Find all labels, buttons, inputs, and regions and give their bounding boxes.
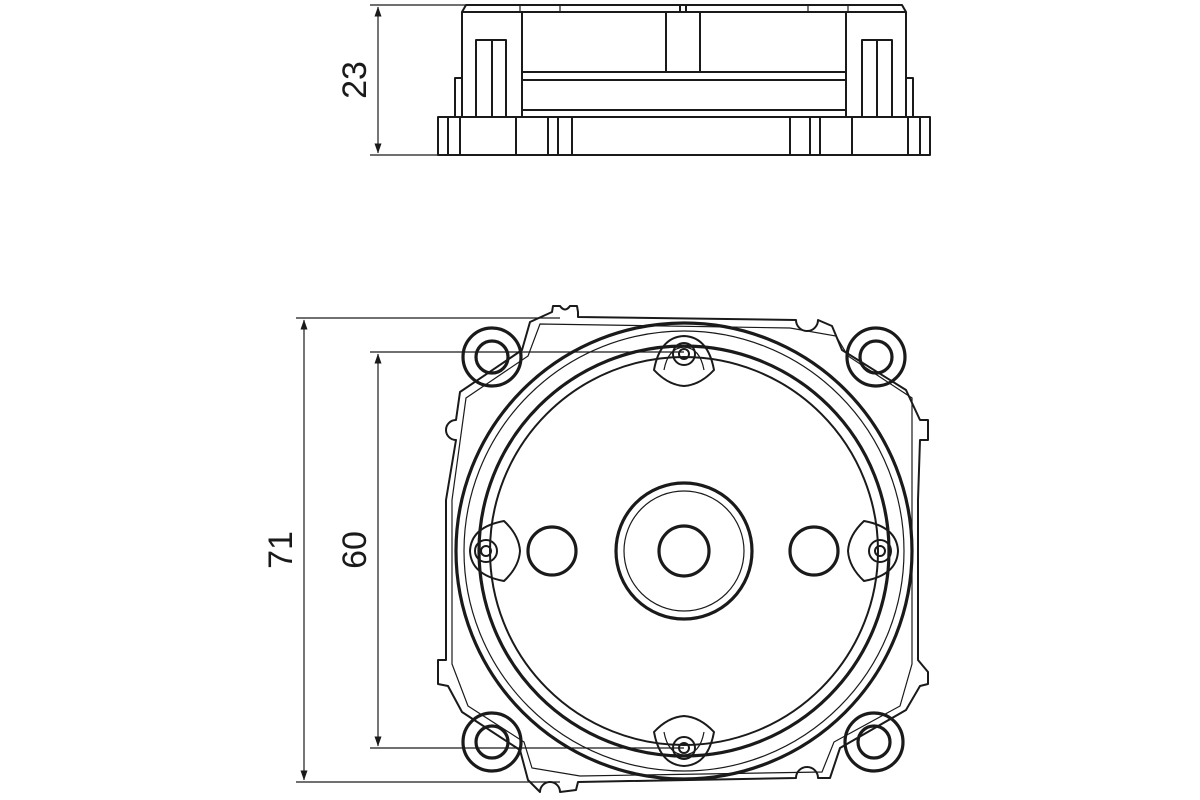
- corner-boss-bottom-left: [461, 711, 523, 773]
- dimension-label-inner-width: 60: [336, 531, 374, 569]
- hole-left: [526, 525, 578, 577]
- top-view: [437, 305, 929, 793]
- dimension-label-outer-width: 71: [262, 531, 300, 569]
- outer-frame: [437, 305, 929, 793]
- side-view: [437, 4, 931, 156]
- screw-lug-left: [469, 520, 521, 582]
- corner-boss-top-left: [461, 326, 523, 388]
- screw-lug-bottom: [653, 715, 715, 767]
- central-hub: [614, 481, 754, 621]
- dimension-label-height: 23: [336, 61, 374, 99]
- central-hole: [657, 524, 711, 578]
- dimension-outer-width: 71: [262, 317, 560, 783]
- dimension-inner-width: 60: [336, 351, 684, 749]
- screw-lug-top: [653, 335, 715, 387]
- outer-ring: [454, 321, 914, 781]
- dimension-height: 23: [336, 4, 466, 156]
- inner-ring: [477, 344, 891, 758]
- corner-boss-bottom-right: [843, 711, 905, 773]
- corner-boss-top-right: [845, 326, 907, 388]
- screw-lug-right: [847, 520, 899, 582]
- hole-right: [788, 525, 840, 577]
